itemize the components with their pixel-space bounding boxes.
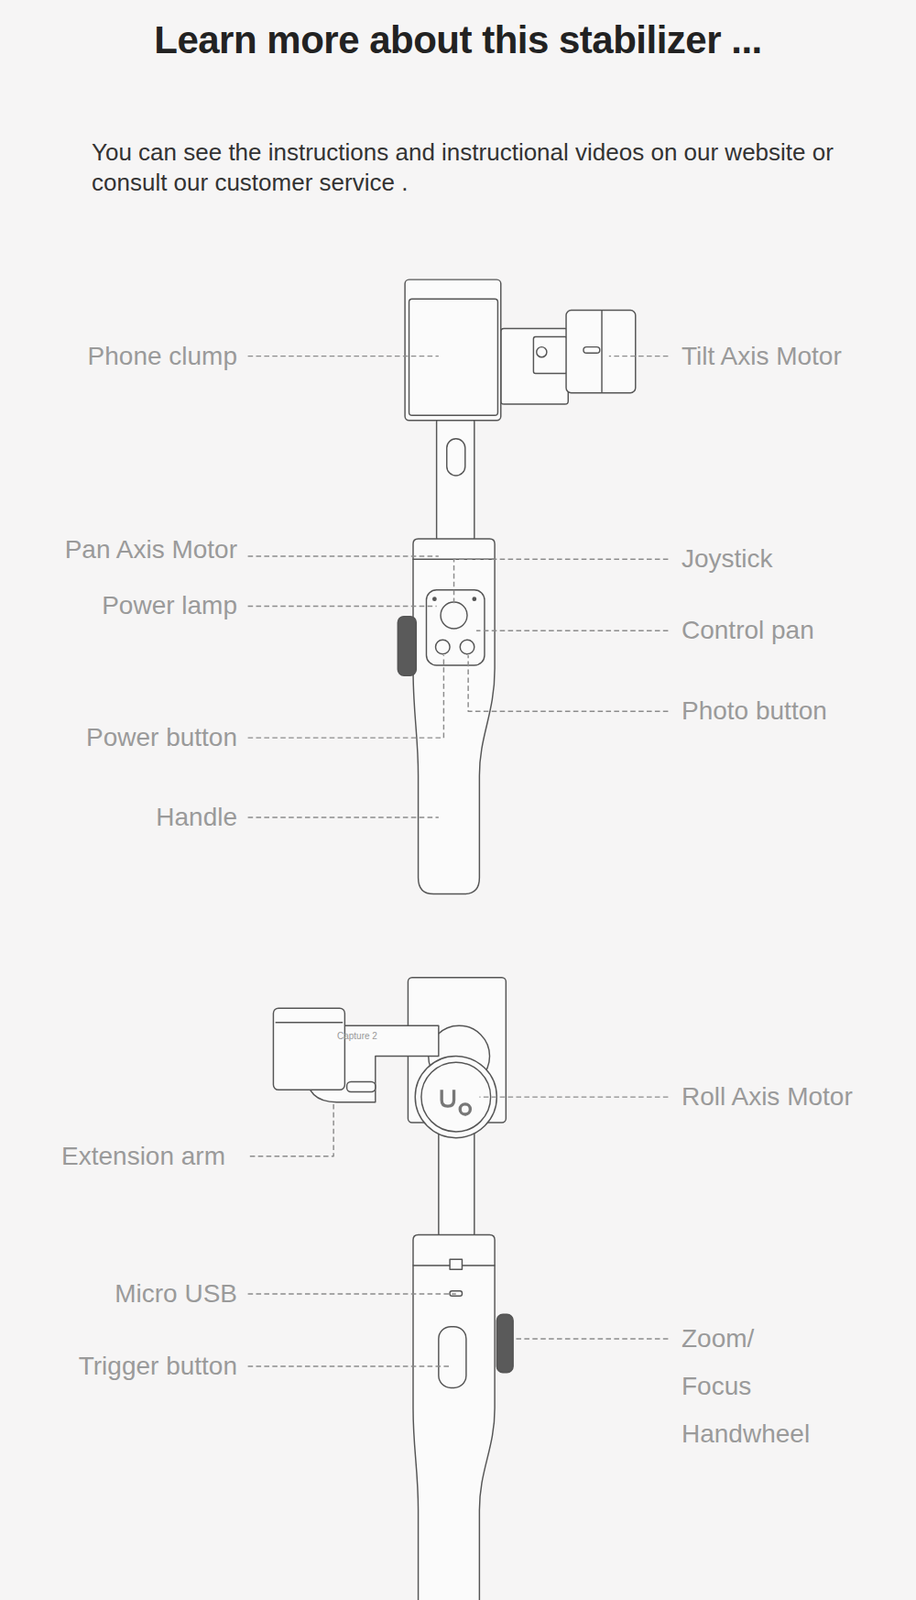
part-label: Micro USB xyxy=(114,1276,238,1310)
tilt-motor-side xyxy=(272,1007,345,1090)
phone-clamp xyxy=(404,279,502,421)
tilt-motor xyxy=(566,310,636,393)
leader-line xyxy=(248,1292,457,1294)
leader-line xyxy=(248,605,437,607)
part-label: Photo button xyxy=(681,694,828,728)
arm-screw xyxy=(536,347,547,358)
intro-text: You can see the instructions and instruc… xyxy=(91,137,843,198)
leader-line xyxy=(454,558,669,604)
leader-line xyxy=(248,654,445,738)
control-panel xyxy=(425,589,484,666)
handle-rear xyxy=(413,1264,495,1600)
arm-body xyxy=(501,328,568,404)
handwheel xyxy=(397,616,416,677)
joystick xyxy=(440,601,468,629)
vertical-arm xyxy=(436,413,475,546)
part-label: Joystick xyxy=(681,542,774,576)
handle xyxy=(413,558,495,894)
power-button xyxy=(436,639,451,655)
part-label: Roll Axis Motor xyxy=(681,1079,853,1113)
leader-lines xyxy=(248,356,669,1366)
power-lamp xyxy=(433,597,437,600)
part-label: Zoom/ Focus Handwheel xyxy=(681,1314,815,1458)
lamp-dot xyxy=(472,597,476,600)
logo-mark xyxy=(441,1089,454,1106)
leader-line xyxy=(609,355,669,357)
leader-line xyxy=(250,1103,334,1156)
arm-recess xyxy=(447,438,466,476)
vertical-arm-lower xyxy=(438,1122,475,1240)
part-label: Extension arm xyxy=(61,1139,226,1173)
logo-mark xyxy=(459,1103,470,1114)
part-label: Phone clump xyxy=(87,339,238,373)
part-label: Tilt Axis Motor xyxy=(681,339,842,373)
trigger-button xyxy=(438,1326,467,1388)
leader-line xyxy=(479,1095,668,1097)
leader-line xyxy=(248,816,439,818)
arm-slot xyxy=(347,1080,376,1091)
part-label: Power button xyxy=(86,720,238,754)
leader-line xyxy=(248,555,439,557)
handwheel-rear xyxy=(496,1313,513,1372)
part-label: Power lamp xyxy=(101,588,238,622)
part-label: Trigger button xyxy=(78,1349,238,1383)
leader-line xyxy=(468,654,668,711)
model-name: Capture 2 xyxy=(337,1030,378,1042)
arm-bracket xyxy=(533,336,568,373)
leader-line xyxy=(248,1364,449,1366)
part-label: Pan Axis Motor xyxy=(65,533,238,567)
pan-motor xyxy=(413,538,495,559)
shaft xyxy=(449,1258,462,1269)
part-label: Control pan xyxy=(681,613,815,647)
phone-clamp-pad xyxy=(409,298,499,415)
tilt-motor-seam xyxy=(600,310,602,393)
page-title: Learn more about this stabilizer ... xyxy=(0,18,916,63)
part-label: Handle xyxy=(155,800,238,834)
photo-button xyxy=(459,639,475,655)
leader-line xyxy=(476,629,668,631)
tilt-motor-slot xyxy=(583,347,600,354)
leader-line xyxy=(248,355,439,357)
motor-seam xyxy=(275,1021,343,1023)
leader-line xyxy=(512,1337,668,1339)
